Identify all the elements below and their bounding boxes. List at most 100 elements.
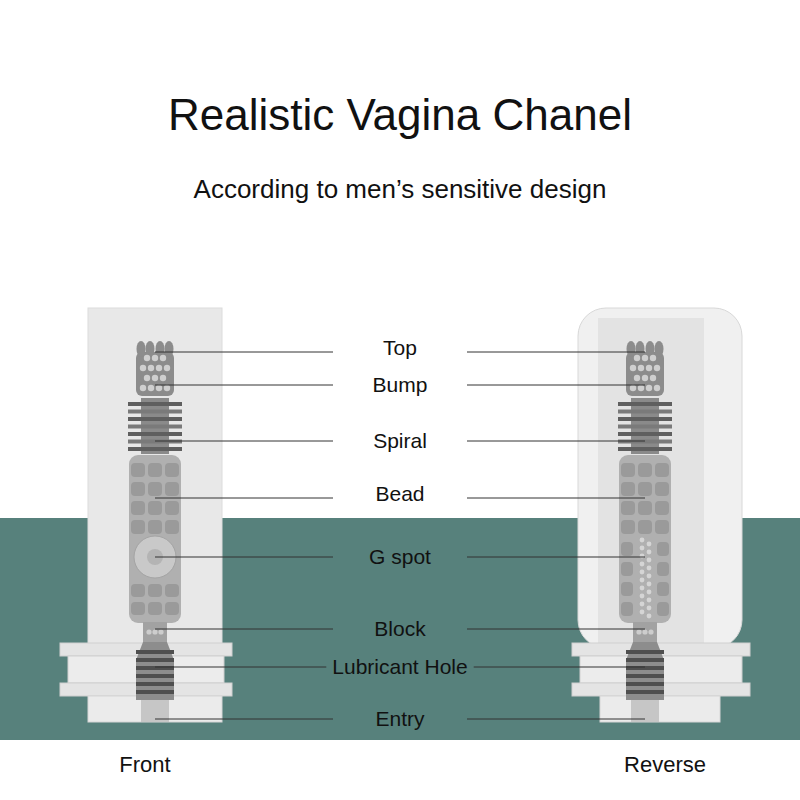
lubricant-ring <box>136 658 174 662</box>
top-lobe <box>165 341 174 357</box>
g-spot-dot <box>640 554 645 559</box>
bump-dot <box>152 375 158 381</box>
block-dot <box>146 629 151 634</box>
bump-dot <box>164 385 170 391</box>
top-chamber <box>136 352 174 396</box>
lubricant-chamber <box>626 642 664 700</box>
spiral-ring <box>128 447 182 451</box>
bump-dot <box>638 385 644 391</box>
bead-block <box>148 584 162 597</box>
top-lobe <box>137 341 146 357</box>
leader-line <box>467 385 645 386</box>
block-dot <box>158 629 163 634</box>
spiral-ring <box>618 447 672 451</box>
device-body <box>88 308 222 644</box>
lubricant-ring <box>626 690 664 694</box>
g-spot-dot <box>640 562 645 567</box>
g-spot-dot <box>647 574 652 579</box>
lubricant-ring <box>626 650 664 654</box>
lubricant-ring <box>626 674 664 678</box>
bump-dot <box>144 355 150 361</box>
g-spot-dot <box>647 542 652 547</box>
leader-line <box>155 719 333 720</box>
top-lobe <box>646 341 655 357</box>
bead-block <box>621 582 633 596</box>
inner-channel <box>128 341 182 722</box>
bump-dot <box>654 385 660 391</box>
bead-block <box>131 520 145 534</box>
device-group <box>60 308 750 722</box>
bead-block <box>131 463 145 477</box>
bead-block <box>621 463 635 477</box>
outer-shell <box>578 308 742 648</box>
leader-line <box>467 557 645 558</box>
leader-line <box>467 441 645 442</box>
bump-dot <box>646 385 652 391</box>
bead-block <box>655 482 669 496</box>
bump-dot <box>156 365 162 371</box>
leader-line <box>467 629 645 630</box>
bead-block <box>165 602 179 615</box>
inner-channel <box>618 341 672 722</box>
leader-line <box>467 352 645 353</box>
part-label: Entry <box>375 707 424 731</box>
top-lobe <box>146 341 155 357</box>
device-housing <box>60 308 232 722</box>
bead-block <box>165 584 179 597</box>
leader-line <box>155 441 333 442</box>
inner-sleeve <box>598 318 704 648</box>
bump-dot <box>160 375 166 381</box>
bead-block <box>621 602 633 616</box>
bump-dot <box>630 365 636 371</box>
view-label: Front <box>119 752 170 777</box>
lubricant-ring <box>136 650 174 654</box>
bead-block <box>148 482 162 496</box>
g-spot-dot <box>640 594 645 599</box>
bump-dot <box>160 355 166 361</box>
lubricant-chamber <box>136 642 174 700</box>
bead-block <box>638 482 652 496</box>
bead-block <box>657 542 669 556</box>
spiral-ring <box>618 425 672 429</box>
lubricant-ring <box>626 682 664 686</box>
bump-dot <box>144 375 150 381</box>
bump-dot <box>638 365 644 371</box>
bead-block <box>621 562 633 576</box>
bead-chamber <box>129 455 181 623</box>
g-spot-dot <box>647 614 652 619</box>
spiral-ring <box>128 432 182 436</box>
top-lobe <box>156 341 165 357</box>
bead-block <box>655 501 669 515</box>
g-spot-dot <box>640 586 645 591</box>
g-spot-dot <box>640 602 645 607</box>
bump-dot <box>634 375 640 381</box>
bead-block <box>165 482 179 496</box>
spiral-ring <box>128 417 182 421</box>
bead-block <box>131 501 145 515</box>
bead-block <box>148 501 162 515</box>
bump-dot <box>654 365 660 371</box>
leader-line <box>155 629 333 630</box>
bead-block <box>148 463 162 477</box>
bead-block <box>165 463 179 477</box>
g-spot-dot <box>640 546 645 551</box>
device-housing <box>572 308 750 722</box>
bead-block <box>638 501 652 515</box>
bead-chamber <box>619 455 671 623</box>
top-lobe <box>655 341 664 357</box>
block-dot <box>642 629 647 634</box>
bump-dot <box>642 355 648 361</box>
bead-block <box>621 482 635 496</box>
block-dot <box>648 629 653 634</box>
block-dot <box>636 629 641 634</box>
part-label: Bump <box>373 373 428 397</box>
leader-line <box>155 352 333 353</box>
bead-block <box>621 501 635 515</box>
bead-block <box>657 582 669 596</box>
g-spot-dot <box>647 606 652 611</box>
leader-line <box>155 667 326 668</box>
bead-block <box>165 520 179 534</box>
part-label: Bead <box>375 482 424 506</box>
top-chamber <box>626 352 664 396</box>
g-spot-dot <box>647 566 652 571</box>
